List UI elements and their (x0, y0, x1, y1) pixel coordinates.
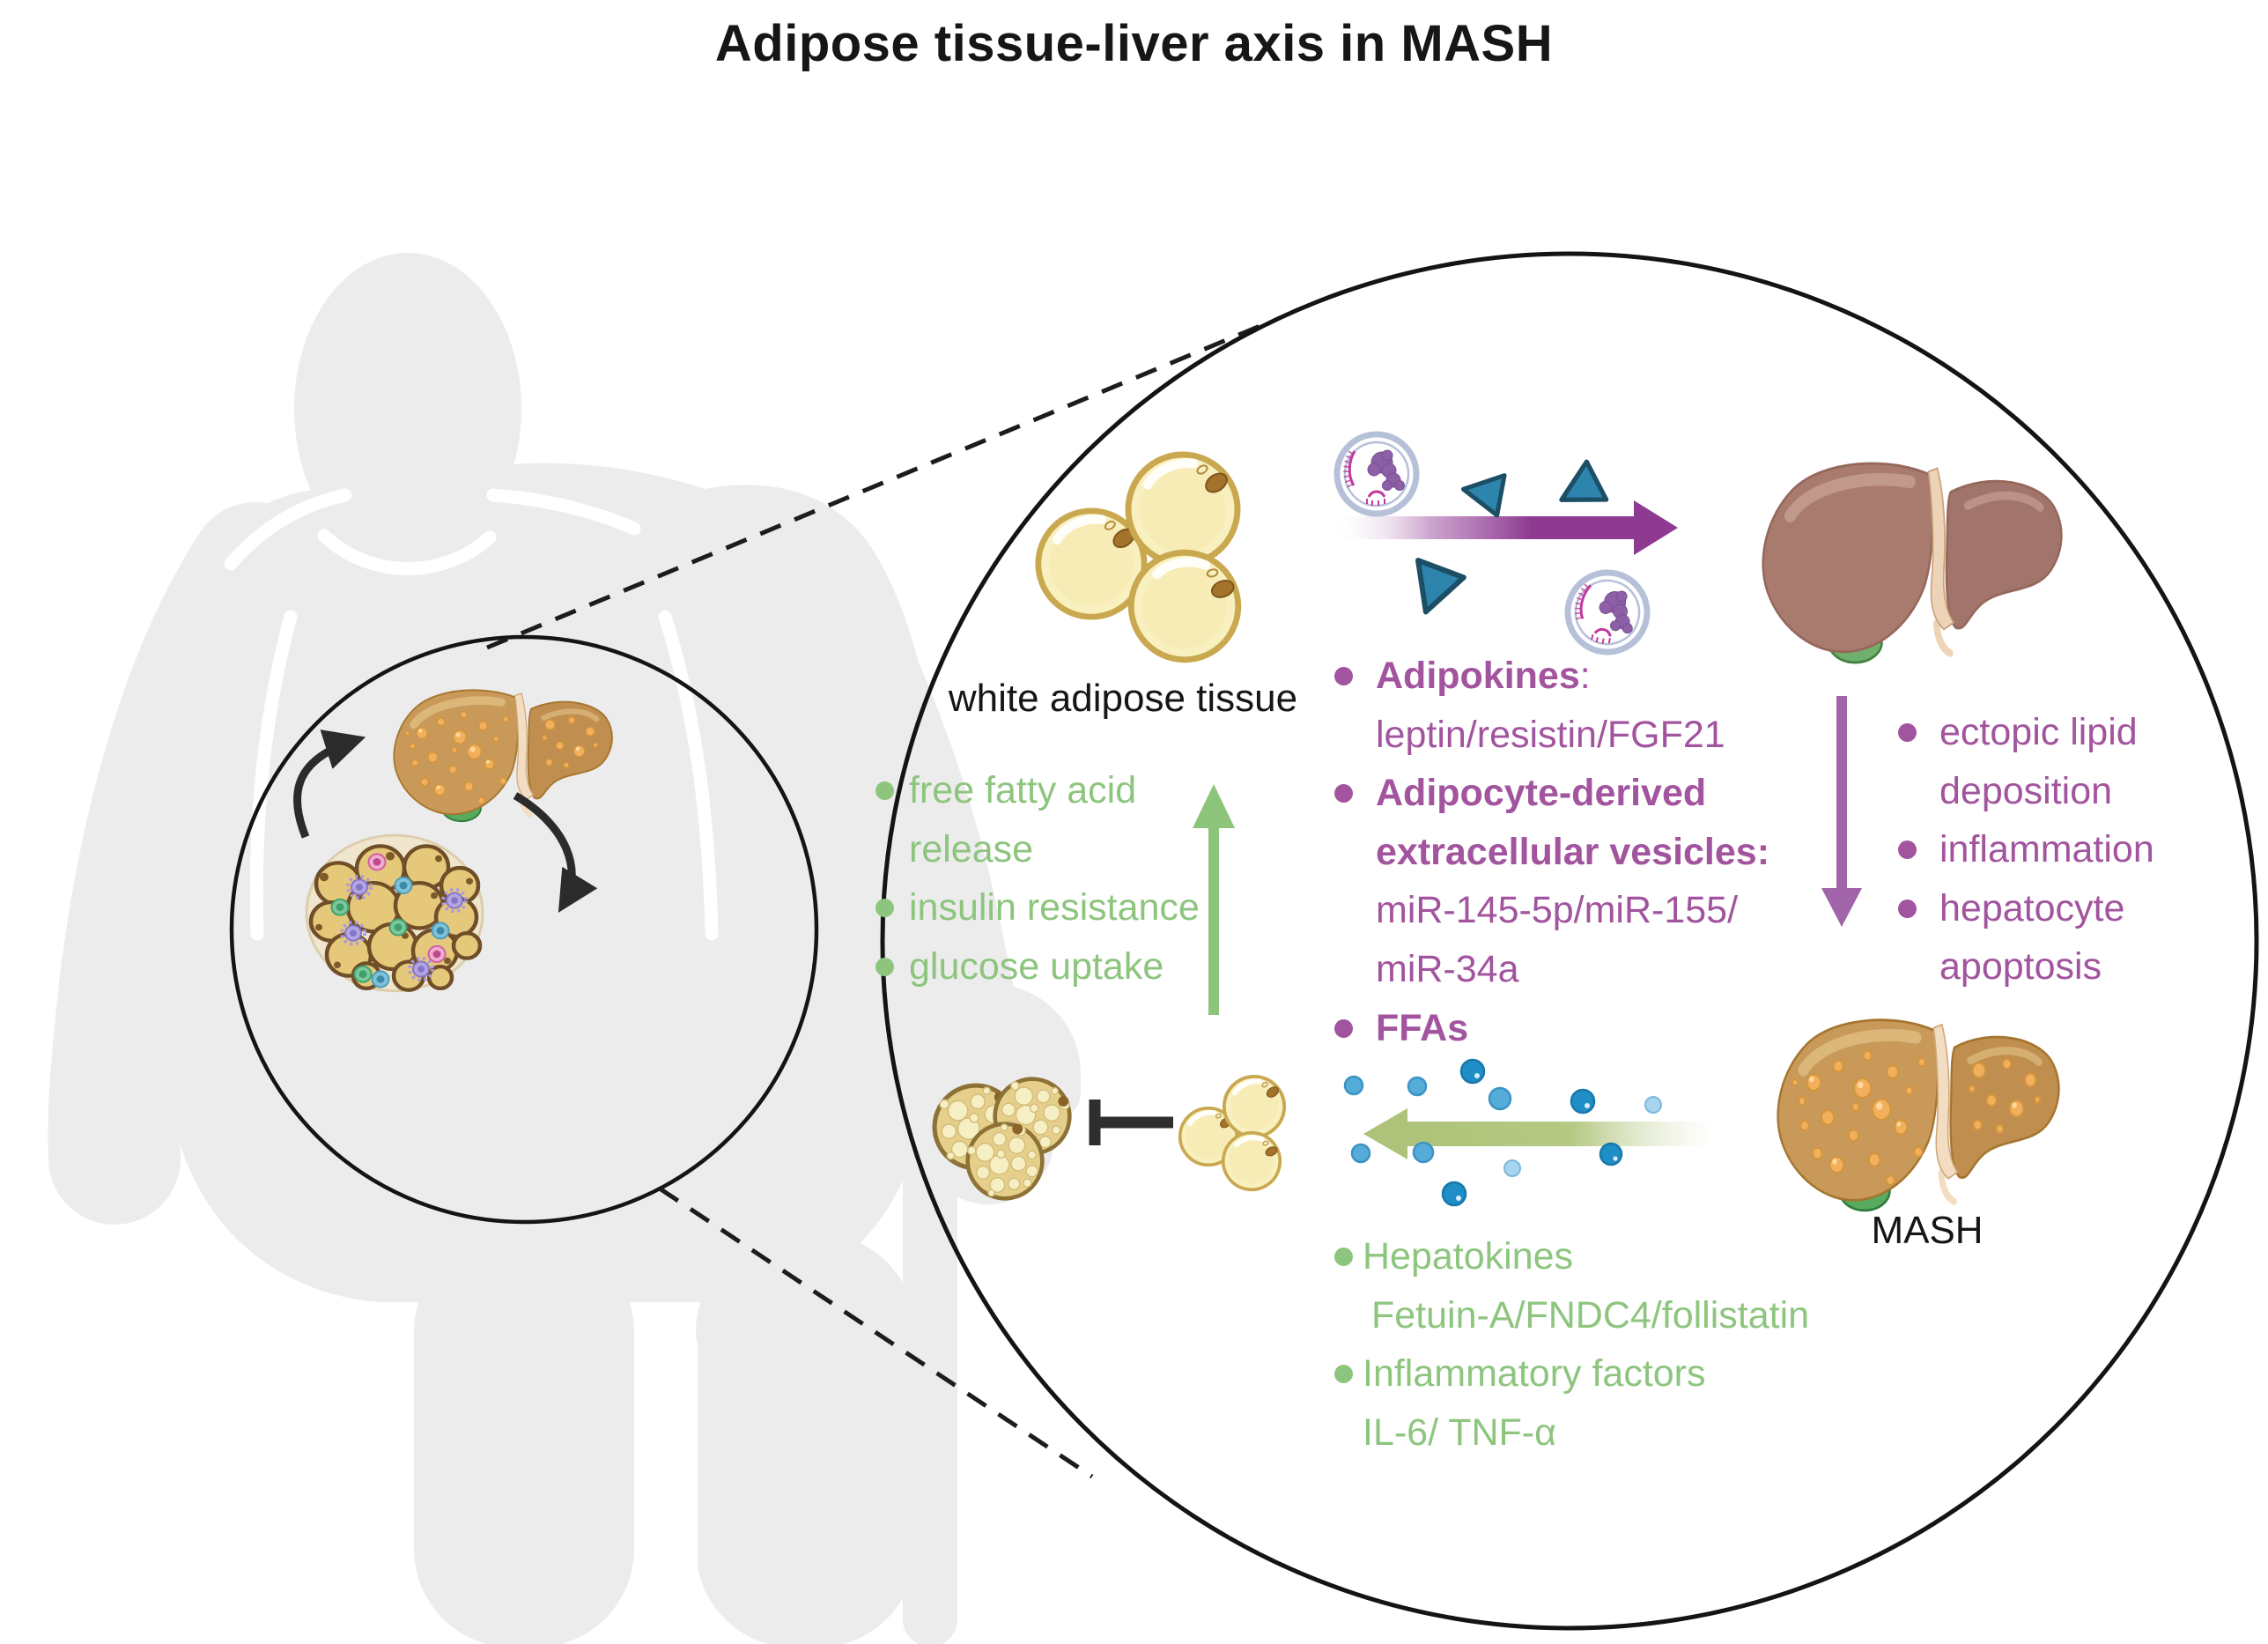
torso (145, 463, 946, 1302)
extracellular-vesicle-icon (1337, 434, 1416, 514)
list-item-mir-1: miR-145-5p/miR-155/ (1376, 889, 1739, 932)
bullet-dot-icon (1334, 1365, 1353, 1384)
bullet-dot-icon (875, 957, 894, 976)
liver-to-adipose-signal-list: Hepatokines Fetuin-A/FNDC4/follistatin I… (1326, 1227, 1889, 1462)
adipose-effects-arrow (1193, 784, 1235, 1015)
cane-icon (903, 984, 1081, 1644)
right-leg (696, 1233, 916, 1644)
crosstalk-arrow-down (513, 792, 598, 913)
adipose-tissue-cluster-icon (307, 835, 483, 991)
magnifier-dashed-lines (486, 318, 1274, 1479)
ffa-dot-icon (1343, 1058, 1662, 1207)
adipose-to-liver-arrow-head (1634, 500, 1678, 555)
liver-to-adipose-arrow-shaft (1402, 1122, 1712, 1146)
left-arm (48, 502, 321, 1225)
list-item-il6-tnfa: IL-6/ TNF-α (1363, 1411, 1556, 1454)
list-item-adipocyte-derived: Adipocyte-derived (1326, 764, 1766, 823)
head (294, 253, 521, 565)
bullet-dot-icon (875, 899, 894, 918)
abdomen-zoom-circle (229, 634, 819, 1225)
list-item-release: release (909, 827, 1034, 870)
small-circle-outline (229, 634, 819, 1225)
bullet-dot-icon (1898, 841, 1917, 860)
list-item-glucose-uptake: glucose uptake (867, 937, 1272, 996)
list-item-inflammation: inflammation (1889, 820, 2259, 879)
adipose-to-liver-signal-list: Adipokines: leptin/resistin/FGF21 Adipoc… (1326, 647, 1770, 1058)
inhibition-tbar-icon (1089, 1100, 1173, 1145)
list-item-mir-2: miR-34a (1376, 947, 1519, 990)
silhouette-highlights (224, 488, 719, 941)
white-adipose-tissue-label: white adipose tissue (948, 677, 1298, 720)
list-item-insulin-resistance: insulin resistance (867, 878, 1272, 937)
list-item-extracellular-vesicles: extracellular vesicles: (1376, 830, 1770, 873)
bullet-dot-icon (1334, 784, 1353, 803)
list-item-adipokines: Adipokines: (1326, 647, 1766, 706)
mash-label: MASH (1871, 1209, 1984, 1252)
bullet-dot-icon (1334, 1248, 1353, 1266)
liver-effects-list: ectopic lipid deposition inflammation he… (1889, 703, 2259, 996)
list-item-ffa-release: free fatty acid (867, 761, 1272, 820)
bullet-dot-icon (1898, 723, 1917, 742)
big-circle-content (935, 434, 2062, 1211)
liver-to-adipose-arrow-head (1363, 1108, 1407, 1159)
adipose-to-liver-arrow-shaft (1332, 516, 1638, 539)
leg-gap (634, 1317, 698, 1644)
list-item-inflammatory-factors: Inflammatory factors (1326, 1344, 1889, 1403)
list-item-ectopic-lipid: ectopic lipid (1889, 703, 2259, 762)
left-leg (414, 1233, 634, 1644)
bullet-dot-icon (1334, 1018, 1353, 1038)
list-item-apoptosis: apoptosis (1939, 945, 2102, 989)
list-item-fetuin: Fetuin-A/FNDC4/follistatin (1371, 1293, 1810, 1337)
list-item-hepatokines: Hepatokines (1326, 1227, 1889, 1286)
crosstalk-arrow-up (293, 729, 366, 839)
adipose-effects-list: free fatty acid release insulin resistan… (867, 761, 1272, 996)
list-item-ffas: FFAs (1326, 999, 1766, 1058)
list-item-deposition: deposition (1939, 769, 2113, 812)
figure-title: Adipose tissue-liver axis in MASH (714, 15, 1554, 72)
list-item-leptin: leptin/resistin/FGF21 (1376, 713, 1725, 756)
bullet-dot-icon (875, 781, 894, 800)
bullet-dot-icon (1334, 667, 1353, 685)
bullet-dot-icon (1898, 899, 1917, 918)
liver-effects-arrow (1821, 696, 1862, 927)
list-item-hepatocyte: hepatocyte (1889, 879, 2259, 938)
big-circle-outline (880, 251, 2259, 1631)
